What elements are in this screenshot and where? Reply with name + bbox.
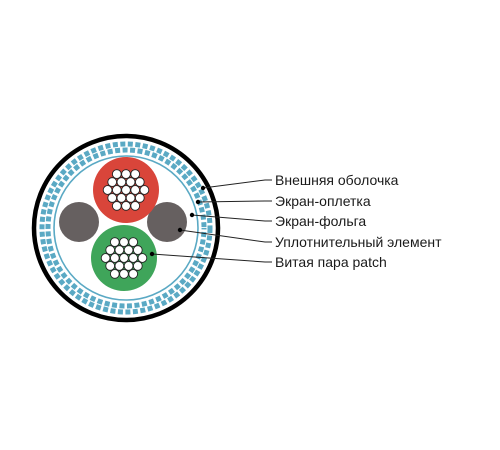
filler-left [59, 202, 99, 242]
conductor-strand [105, 245, 116, 255]
leader-dots [149, 185, 206, 257]
leader-dot-braid-shield [195, 199, 201, 205]
conductor-strand [107, 177, 118, 187]
braid-shield-inner [45, 147, 207, 309]
conductor-strand [125, 193, 136, 203]
conductor-strand [119, 253, 129, 263]
leader-twisted-pair [151, 253, 272, 263]
conductor-strand [121, 185, 131, 195]
conductor-strand [128, 237, 139, 247]
conductor-strand [109, 237, 120, 247]
conductor-strand [134, 177, 145, 187]
conductor-strand [119, 237, 129, 247]
leader-dot-foil-shield [189, 212, 195, 218]
conductor-strand [123, 245, 134, 255]
conductor-strand [114, 261, 125, 271]
conductor-strand [139, 185, 150, 195]
conductor-strand [116, 177, 127, 187]
conductor-strand [116, 193, 127, 203]
conductor-strand [121, 201, 131, 211]
leader-filler [179, 229, 272, 243]
conductor-strand [128, 269, 139, 279]
conductor-strand [132, 245, 143, 255]
conductor-strand [100, 253, 111, 263]
conductor-strand [132, 261, 143, 271]
conductor-strand [114, 245, 125, 255]
leader-dot-outer-sheath [200, 185, 206, 191]
leader-foil-shield [191, 214, 272, 222]
conductor-strand [137, 253, 148, 263]
label-twisted-pair: Витая пара patch [275, 254, 387, 270]
conductor-strand [130, 169, 141, 179]
conductor-strand [109, 269, 120, 279]
conductor-strand [123, 261, 134, 271]
wire-bundle-red [102, 169, 150, 211]
conductor-strand [107, 193, 118, 203]
label-foil-shield: Экран-фольга [275, 213, 366, 229]
leader-lines [151, 179, 272, 263]
conductor-strand [125, 177, 136, 187]
conductor-strand [119, 269, 129, 279]
conductor-strand [130, 185, 141, 195]
wire-bundle-green [100, 237, 148, 279]
leader-dot-twisted-pair [149, 251, 155, 257]
leader-outer-sheath [202, 179, 272, 189]
conductor-strand [111, 201, 122, 211]
conductor-strand [111, 169, 122, 179]
conductor-strand [134, 193, 145, 203]
conductor-strand [105, 261, 116, 271]
conductor-strand [121, 169, 131, 179]
braid-shield-outer [39, 141, 213, 315]
label-outer-sheath: Внешняя оболочка [275, 172, 399, 188]
conductor-strand [111, 185, 122, 195]
leader-braid-shield [197, 200, 272, 203]
label-braid-shield: Экран-оплетка [275, 193, 371, 209]
conductor-strand [130, 201, 141, 211]
conductor-strand [109, 253, 120, 263]
label-filler: Уплотнительный элемент [275, 234, 442, 250]
leader-dot-filler [177, 227, 183, 233]
conductor-strand [102, 185, 113, 195]
filler-right [147, 202, 187, 242]
conductor-strand [128, 253, 139, 263]
foil-shield [53, 155, 199, 301]
